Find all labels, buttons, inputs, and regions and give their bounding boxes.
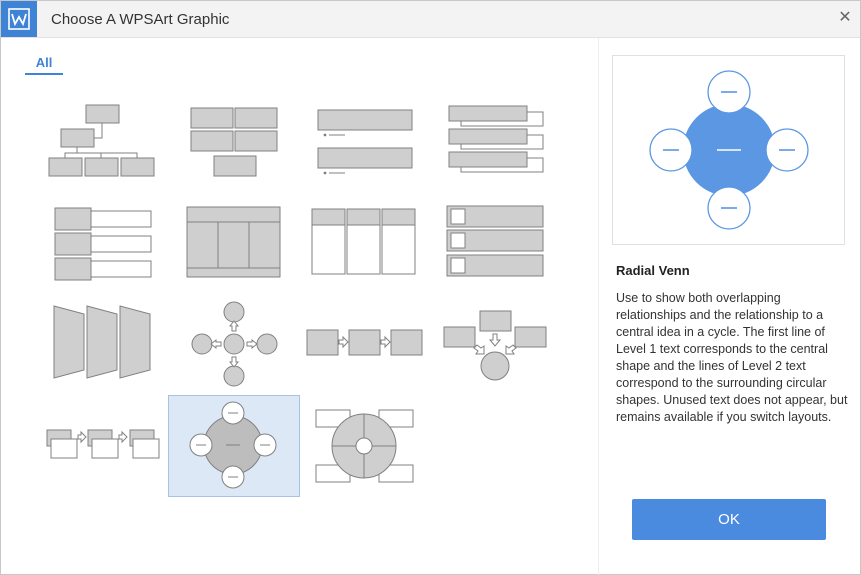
layout-radial-venn[interactable]: [168, 395, 300, 497]
layout-step-up-process[interactable]: [41, 396, 171, 496]
layout-block-grid[interactable]: [171, 96, 301, 196]
title-bar: Choose A WPSArt Graphic ✕: [1, 1, 860, 38]
layout-basic-process[interactable]: [301, 296, 431, 396]
tab-all[interactable]: All: [25, 55, 63, 75]
dialog-title: Choose A WPSArt Graphic: [51, 11, 230, 28]
layout-picture-list[interactable]: [431, 196, 561, 296]
layout-preview: [612, 55, 845, 245]
wps-logo-icon: [1, 1, 37, 37]
layout-stacked-list[interactable]: [431, 96, 561, 196]
layout-vertical-bullet-list[interactable]: [301, 96, 431, 196]
panel-divider: [598, 38, 599, 575]
layout-table-hierarchy[interactable]: [171, 196, 301, 296]
layout-hierarchy[interactable]: [41, 96, 171, 196]
close-icon[interactable]: ✕: [838, 9, 852, 26]
ok-button[interactable]: OK: [632, 499, 826, 540]
layout-cycle-matrix[interactable]: [301, 396, 431, 496]
layout-name: Radial Venn: [616, 263, 690, 278]
layout-horizontal-bullet-list[interactable]: [41, 196, 171, 296]
layout-chevron-columns[interactable]: [41, 296, 171, 396]
layout-converging-arrows[interactable]: [431, 296, 561, 396]
layout-column-list[interactable]: [301, 196, 431, 296]
layout-diverging-radial[interactable]: [171, 296, 301, 396]
layout-description: Use to show both overlapping relationshi…: [616, 291, 848, 424]
